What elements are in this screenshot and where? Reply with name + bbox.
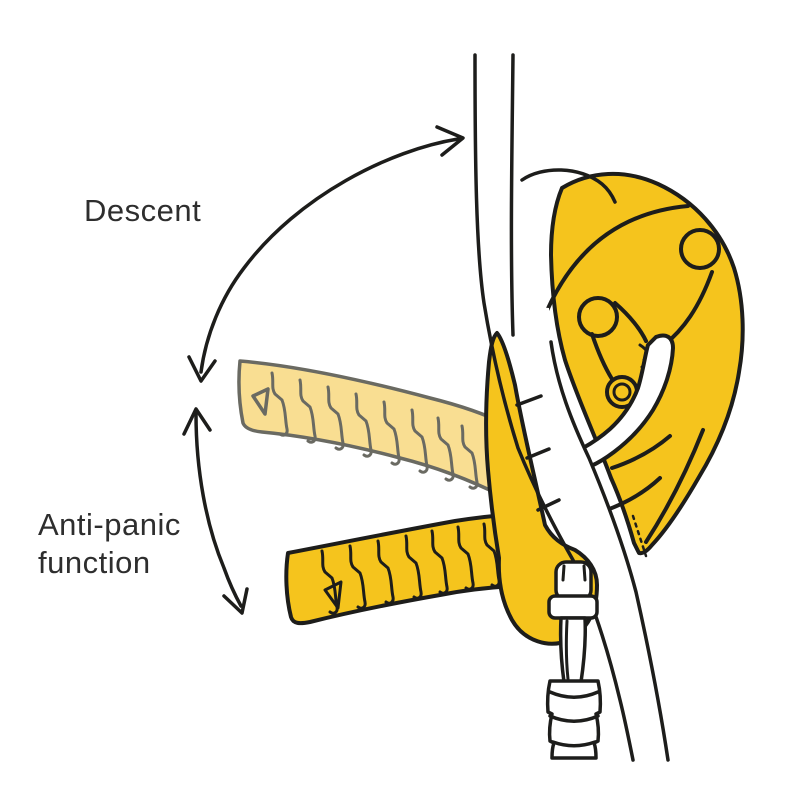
anti-panic-handle bbox=[284, 512, 538, 626]
descent-handle-ghost-body bbox=[237, 359, 507, 498]
carabiner bbox=[545, 560, 603, 760]
carabiner-gate-shaft bbox=[558, 616, 587, 684]
anti-panic-arrow-head-bottom-icon bbox=[222, 587, 249, 615]
descent-arrow-arc bbox=[199, 137, 460, 374]
cam-roller-inner bbox=[612, 382, 632, 402]
descent-handle-ghost-grip-ridges bbox=[270, 371, 479, 490]
device-body bbox=[541, 171, 745, 556]
descent-label: Descent bbox=[84, 193, 202, 228]
rope-graphic bbox=[484, 53, 668, 760]
rope-left-edge bbox=[473, 53, 635, 762]
cam-arm-left-edge bbox=[590, 332, 614, 381]
cam-pivot-circle bbox=[577, 296, 619, 338]
rope-front-band-fill bbox=[484, 303, 668, 760]
anti-panic-arrow bbox=[182, 407, 249, 615]
anti-panic-arrow-head-top-icon bbox=[182, 407, 212, 436]
descent-handle-ghost-grip-triangle bbox=[251, 387, 270, 416]
rope-through-opening bbox=[581, 333, 675, 468]
carabiner-nose-notches bbox=[561, 564, 587, 582]
groove-line-upper bbox=[610, 434, 672, 470]
descent-arrow-head-top-icon bbox=[435, 125, 465, 157]
plate-edge-arc bbox=[541, 204, 690, 322]
anti-panic-handle-grip-ridges bbox=[320, 522, 501, 615]
anti-panic-arrow-arc bbox=[194, 412, 243, 608]
descent-handle-ghost bbox=[237, 359, 507, 498]
plate-ridge-ticks bbox=[515, 394, 561, 512]
descent-arrow bbox=[187, 125, 465, 383]
rivet bbox=[679, 228, 721, 270]
descent-arrow-head-bottom-icon bbox=[187, 355, 217, 383]
cam-mechanism bbox=[577, 296, 651, 409]
rope-stitch-dashes bbox=[631, 514, 648, 558]
carabiner-gate-shaft-line bbox=[564, 619, 570, 681]
anti-panic-handle-body bbox=[284, 512, 538, 626]
carabiner-sleeve-bands bbox=[548, 690, 600, 748]
rope-right-edge bbox=[549, 340, 670, 762]
taper-inner-line bbox=[644, 428, 705, 544]
rope-over-top-edge bbox=[520, 168, 617, 204]
carabiner-collar bbox=[547, 594, 599, 620]
rope-inner-edge bbox=[509, 53, 515, 337]
rope-edges bbox=[473, 53, 670, 762]
cam-arm-right-edge bbox=[613, 301, 648, 343]
anti-panic-label: Anti-panic function bbox=[38, 507, 181, 580]
